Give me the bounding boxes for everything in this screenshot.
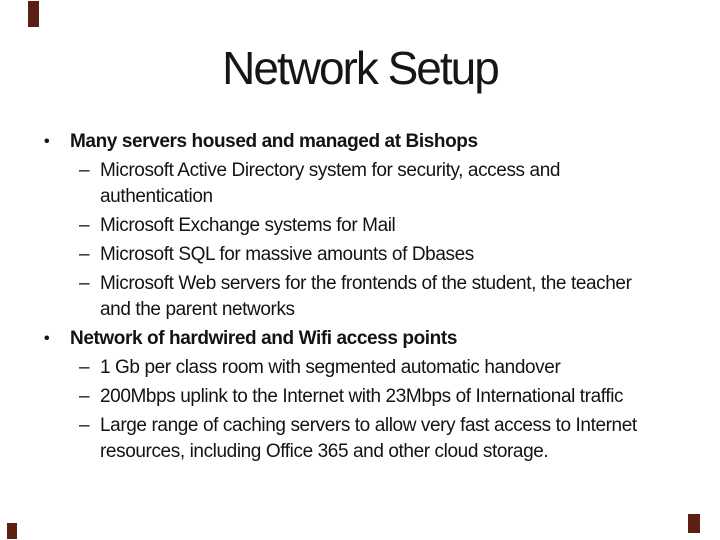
bullet-text: Many servers housed and managed at Bisho… <box>70 131 478 152</box>
bullet-item-level2: – 1 Gb per class room with segmented aut… <box>0 355 695 381</box>
slide-title: Network Setup <box>222 42 500 94</box>
dash-marker-icon: – <box>79 273 90 294</box>
bullet-text: Microsoft Web servers for the frontends … <box>100 273 632 320</box>
bullet-text: Microsoft SQL for massive amounts of Dba… <box>100 244 474 265</box>
dash-marker-icon: – <box>79 244 90 265</box>
bullet-text: Large range of caching servers to allow … <box>100 415 637 462</box>
bullet-list: • Many servers housed and managed at Bis… <box>0 129 695 468</box>
corner-accent-bottom-right <box>688 514 700 533</box>
bullet-item-level1: • Many servers housed and managed at Bis… <box>0 129 695 155</box>
bullet-item-level2: – 200Mbps uplink to the Internet with 23… <box>0 384 695 410</box>
bullet-item-level2: – Microsoft Active Directory system for … <box>0 158 695 210</box>
bullet-item-level2: – Large range of caching servers to allo… <box>0 413 695 465</box>
dash-marker-icon: – <box>79 415 90 436</box>
bullet-text: Network of hardwired and Wifi access poi… <box>70 328 457 349</box>
dash-marker-icon: – <box>79 386 90 407</box>
corner-accent-bottom-left <box>7 523 17 539</box>
bullet-text: 1 Gb per class room with segmented autom… <box>100 357 561 378</box>
bullet-text: 200Mbps uplink to the Internet with 23Mb… <box>100 386 624 407</box>
bullet-item-level1: • Network of hardwired and Wifi access p… <box>0 326 695 352</box>
dash-marker-icon: – <box>79 160 90 181</box>
bullet-text: Microsoft Exchange systems for Mail <box>100 215 396 236</box>
bullet-item-level2: – Microsoft SQL for massive amounts of D… <box>0 242 695 268</box>
bullet-item-level2: – Microsoft Web servers for the frontend… <box>0 271 695 323</box>
corner-accent-top-left <box>28 1 39 27</box>
dash-marker-icon: – <box>79 215 90 236</box>
bullet-dot-icon: • <box>44 133 50 150</box>
bullet-item-level2: – Microsoft Exchange systems for Mail <box>0 213 695 239</box>
bullet-text: Microsoft Active Directory system for se… <box>100 160 561 207</box>
dash-marker-icon: – <box>79 357 90 378</box>
bullet-dot-icon: • <box>44 330 50 347</box>
